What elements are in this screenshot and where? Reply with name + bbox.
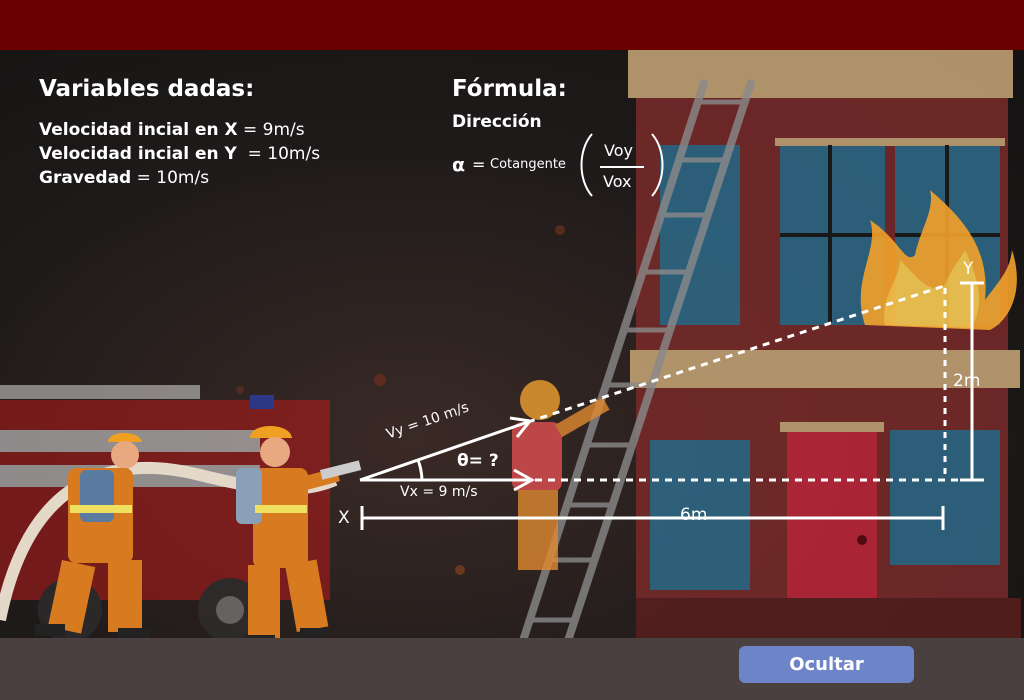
vy-given-value: = 10m/s [236,144,321,164]
gravity-given-value: = 10m/s [131,168,210,188]
vx-given-label: Velocidad incial en X [39,120,238,140]
vy-arrow [359,420,529,482]
formula-subheading: Dirección [452,112,542,132]
vx-given-line: Velocidad incial en X = 9m/s [39,118,305,142]
right-paren [651,133,664,197]
firefighter-1 [35,433,150,640]
target-y-label: Y [963,259,974,279]
alpha-symbol: α [452,154,466,176]
formula-heading: Fórmula: [452,76,567,102]
vx-given-value: = 9m/s [237,120,305,140]
fire [860,190,1017,330]
given-variables-heading: Variables dadas: [39,76,255,102]
angle-label: θ= ? [457,451,499,471]
origin-x-label: X [338,508,350,528]
hide-button[interactable]: Ocultar [739,646,914,683]
diagonal-dashed-line [527,283,948,424]
building [628,50,1021,638]
gravity-given-line: Gravedad = 10m/s [39,166,209,190]
top-bar [0,0,1024,50]
nozzle [320,460,362,480]
fire-scene-background [0,50,1024,700]
left-paren [580,133,593,197]
gravity-given-label: Gravedad [39,168,132,188]
formula-denominator: Vox [603,172,632,191]
cotangent-label: Cotangente [490,157,566,172]
scene-illustration [0,50,1021,652]
vy-given-label: Velocidad incial en Y [39,144,237,164]
formula-numerator: Voy [604,141,633,160]
formula-equals: = [472,155,486,174]
vertical-distance-label: 2m [953,371,981,391]
vx-vector-label: Vx = 9 m/s [400,484,478,500]
horizontal-distance-label: 6m [680,505,708,525]
vy-given-line: Velocidad incial en Y = 10m/s [39,142,320,166]
angle-arc [416,459,424,481]
